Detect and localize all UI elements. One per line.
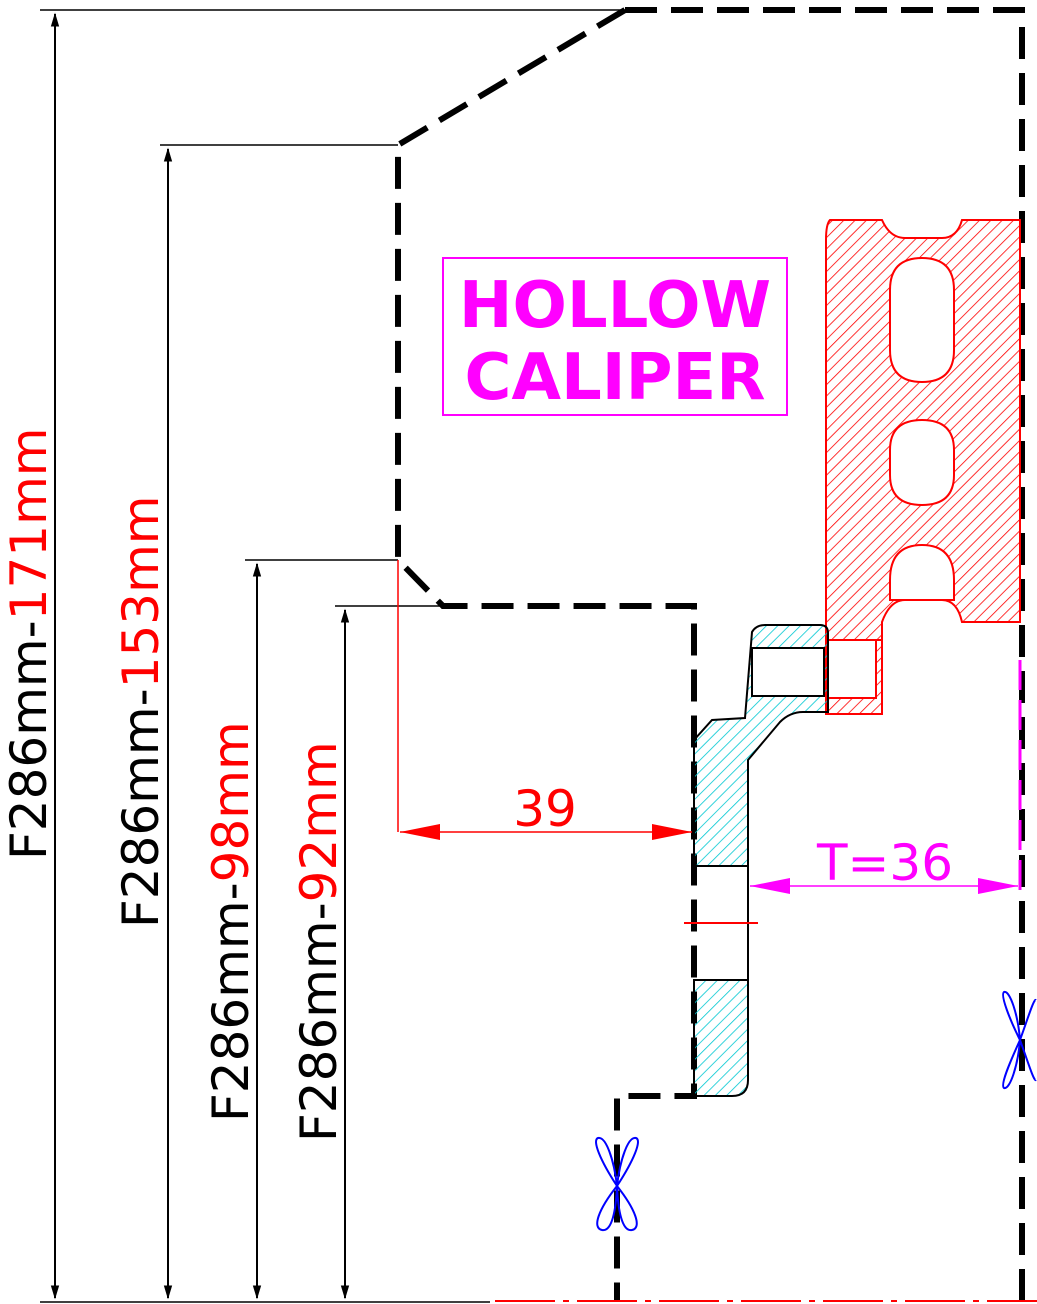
- vertical-dimension-arrows: [50, 12, 350, 1300]
- wheel-inner-outline: [395, 7, 697, 1300]
- caliper-body: [825, 219, 1021, 641]
- caliper-bolt-hole: [827, 639, 877, 699]
- dim-label-92: F286mm-92mm: [290, 741, 348, 1142]
- dim-label-98: F286mm-98mm: [202, 721, 260, 1122]
- title-box: HOLLOW CALIPER: [442, 257, 788, 416]
- caliper-section: [825, 219, 1021, 715]
- adapter-lower: [693, 979, 749, 1097]
- offset-dimension: [397, 560, 692, 840]
- offset-label: 39: [513, 780, 577, 838]
- wheel-profile: [395, 7, 1025, 1300]
- thickness-dimension: [750, 660, 1022, 894]
- lug-bolt-symbol: [595, 1137, 639, 1232]
- thickness-label: T=36: [816, 834, 953, 892]
- dimension-extension-lines: [40, 9, 625, 1303]
- title-line-1: HOLLOW: [459, 269, 771, 343]
- dim-label-153: F286mm-153mm: [112, 495, 170, 928]
- wheel-barrel-outline: [625, 7, 1025, 1300]
- adapter-bolt-slot: [751, 647, 825, 697]
- dim-label-171: F286mm-171mm: [0, 427, 58, 860]
- valve-symbol: [1002, 991, 1037, 1089]
- adapter-section: [684, 624, 829, 1097]
- title-line-2: CALIPER: [465, 341, 766, 415]
